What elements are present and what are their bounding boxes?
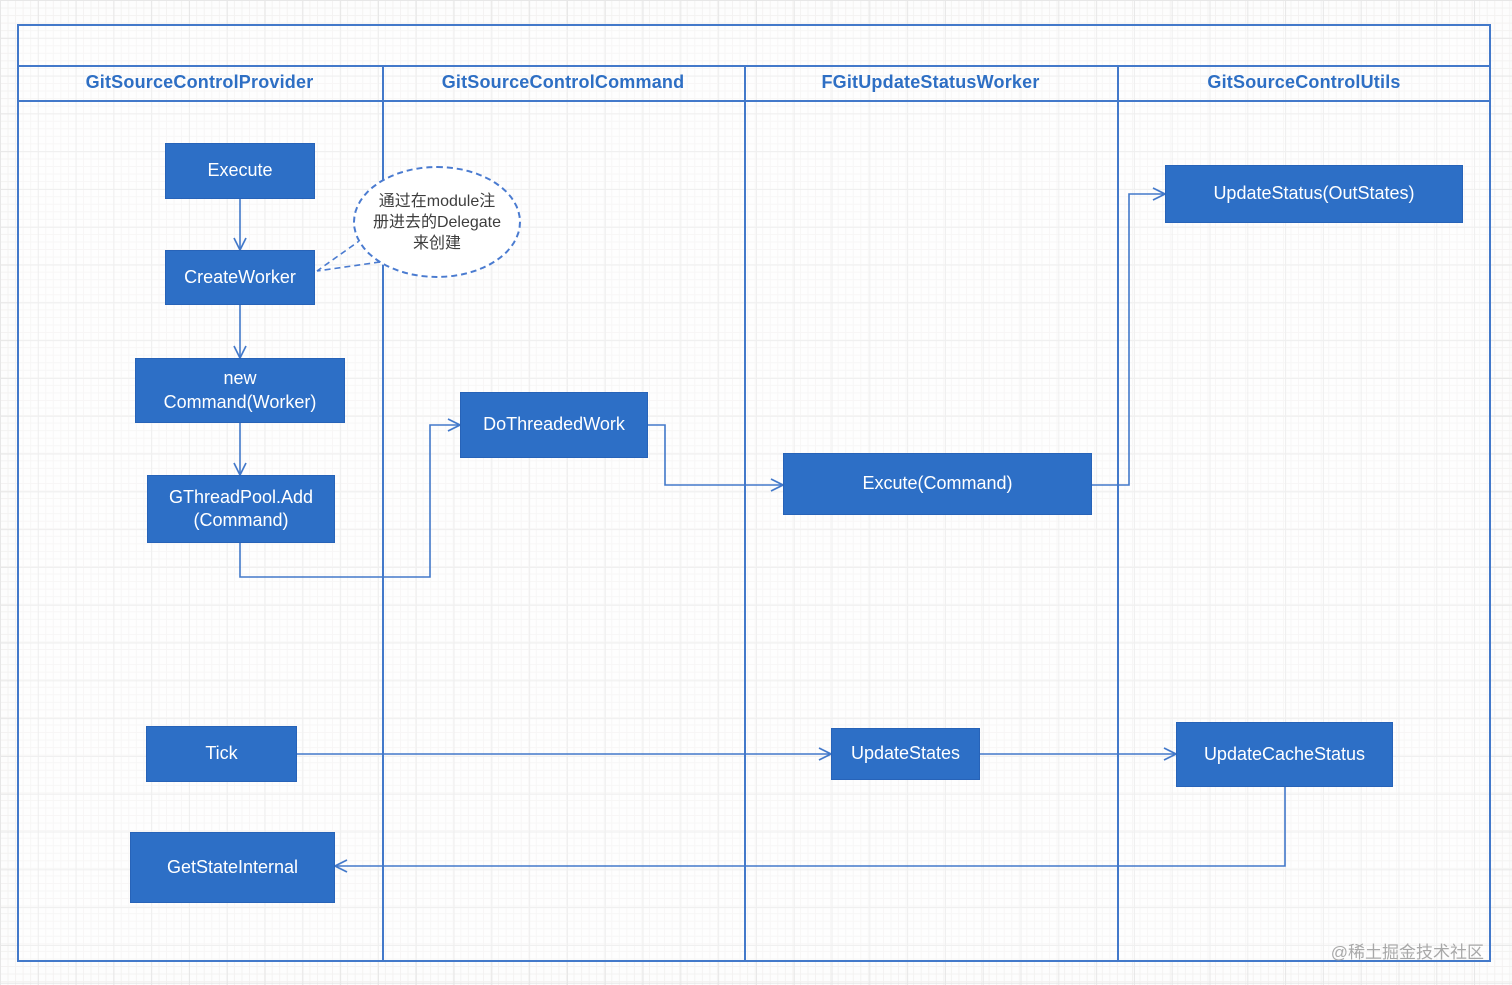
node-new-command-worker: new Command(Worker)	[135, 358, 345, 423]
note-bubble: 通过在module注 册进去的Delegate 来创建	[353, 166, 521, 278]
watermark: @稀土掘金技术社区	[1330, 943, 1484, 962]
header-bottom-line	[17, 100, 1491, 102]
node-tick: Tick	[146, 726, 297, 782]
node-execute: Execute	[165, 143, 315, 199]
header-top-line	[17, 65, 1491, 67]
node-updatecachestatus: UpdateCacheStatus	[1176, 722, 1393, 787]
note-text: 通过在module注 册进去的Delegate 来创建	[372, 192, 502, 252]
node-getstateinternal: GetStateInternal	[130, 832, 335, 903]
node-updatestates: UpdateStates	[831, 728, 980, 780]
lane-header-fgitupdatestatusworker: FGitUpdateStatusWorker	[821, 72, 1040, 92]
node-updatestatus-outstates: UpdateStatus(OutStates)	[1165, 165, 1463, 223]
node-excute-command: Excute(Command)	[783, 453, 1092, 515]
lane-divider-3	[1117, 65, 1119, 960]
lane-header-gitsourcecontrolutils: GitSourceControlUtils	[1207, 72, 1401, 92]
node-dothreadedwork: DoThreadedWork	[460, 392, 648, 458]
lane-header-gitsourcecontrolcommand: GitSourceControlCommand	[441, 72, 685, 92]
node-createworker: CreateWorker	[165, 250, 315, 305]
lane-divider-2	[744, 65, 746, 960]
node-gthreadpool-add-command: GThreadPool.Add (Command)	[147, 475, 335, 543]
lane-header-gitsourcecontrolprovider: GitSourceControlProvider	[85, 72, 314, 92]
